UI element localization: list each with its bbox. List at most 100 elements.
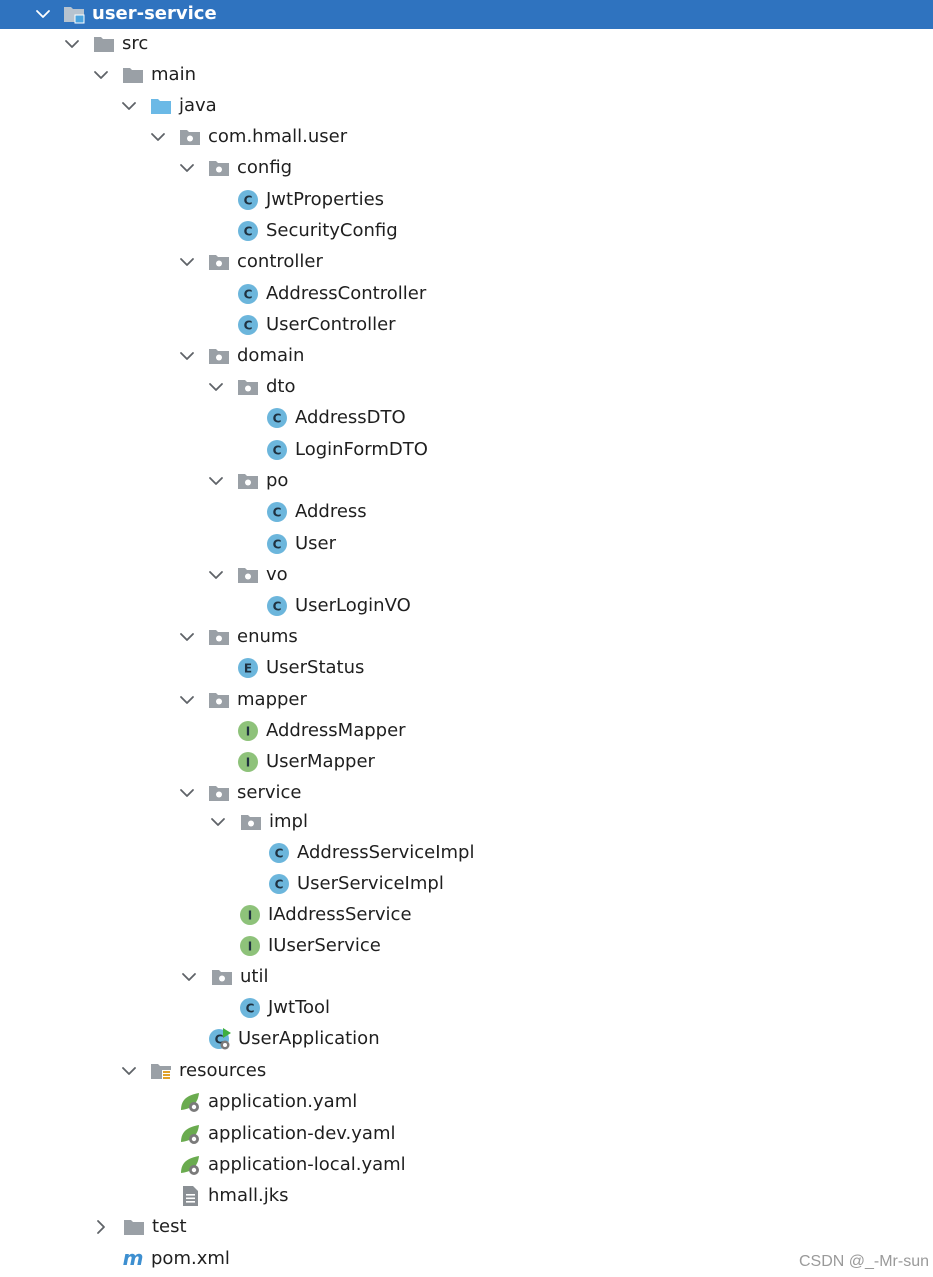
- folder-icon: [121, 63, 145, 87]
- folder-icon: [122, 1215, 146, 1239]
- chevron-down-icon[interactable]: [120, 97, 138, 115]
- tree-item-user-service[interactable]: user-service: [0, 0, 933, 29]
- svg-text:m: m: [123, 1247, 144, 1270]
- chevron-down-icon[interactable]: [92, 66, 110, 84]
- tree-item-label: User: [295, 533, 337, 554]
- tree-item-domain[interactable]: domain: [0, 342, 933, 371]
- tree-item-resources[interactable]: resources: [0, 1057, 933, 1086]
- chevron-down-icon[interactable]: [178, 253, 196, 271]
- tree-item-impl[interactable]: impl: [0, 808, 933, 837]
- spring-config-icon: [178, 1090, 202, 1114]
- tree-item-config[interactable]: config: [0, 154, 933, 183]
- chevron-down-icon[interactable]: [178, 628, 196, 646]
- chevron-down-icon[interactable]: [63, 35, 81, 53]
- chevron-down-icon[interactable]: [207, 378, 225, 396]
- maven-icon: m: [121, 1246, 145, 1271]
- package-icon: [207, 625, 231, 649]
- svg-text:I: I: [246, 725, 250, 739]
- svg-text:C: C: [275, 847, 284, 861]
- tree-item-label: config: [237, 157, 293, 178]
- tree-item-label: user-service: [92, 3, 217, 24]
- tree-item-userapplication[interactable]: C UserApplication: [0, 1025, 933, 1054]
- package-icon: [239, 810, 263, 834]
- tree-item-vo[interactable]: vo: [0, 561, 933, 590]
- tree-item-user[interactable]: C User: [0, 530, 933, 559]
- tree-item-label: UserApplication: [238, 1028, 380, 1049]
- tree-item-application-dev-yaml[interactable]: application-dev.yaml: [0, 1120, 933, 1149]
- chevron-down-icon[interactable]: [178, 691, 196, 709]
- tree-item-label: java: [179, 95, 217, 116]
- svg-text:C: C: [244, 194, 253, 208]
- interface-icon: I: [236, 719, 260, 743]
- tree-item-java[interactable]: java: [0, 92, 933, 121]
- class-icon: C: [238, 996, 262, 1020]
- tree-item-label: IUserService: [268, 935, 381, 956]
- svg-text:C: C: [244, 288, 253, 302]
- spring-boot-app-icon: C: [208, 1027, 232, 1051]
- tree-item-label: controller: [237, 251, 323, 272]
- tree-item-label: AddressDTO: [295, 407, 406, 428]
- chevron-down-icon[interactable]: [149, 128, 167, 146]
- chevron-down-icon[interactable]: [180, 968, 198, 986]
- tree-item-util[interactable]: util: [0, 963, 933, 992]
- chevron-down-icon[interactable]: [178, 347, 196, 365]
- package-icon: [207, 781, 231, 805]
- folder-icon: [92, 32, 116, 56]
- tree-item-main[interactable]: main: [0, 61, 933, 90]
- tree-item-label: test: [152, 1216, 187, 1237]
- tree-item-addressdto[interactable]: C AddressDTO: [0, 404, 933, 433]
- spring-config-icon: [178, 1122, 202, 1146]
- class-icon: C: [265, 406, 289, 430]
- tree-item-po[interactable]: po: [0, 467, 933, 496]
- tree-item-enums[interactable]: enums: [0, 623, 933, 652]
- tree-item-hmall-jks[interactable]: hmall.jks: [0, 1182, 933, 1211]
- tree-item-label: application-dev.yaml: [208, 1123, 396, 1144]
- svg-text:C: C: [273, 444, 282, 458]
- tree-item-src[interactable]: src: [0, 30, 933, 59]
- chevron-down-icon[interactable]: [207, 472, 225, 490]
- package-icon: [236, 563, 260, 587]
- svg-text:C: C: [273, 538, 282, 552]
- tree-item-label: UserMapper: [266, 751, 375, 772]
- tree-item-label: dto: [266, 376, 296, 397]
- chevron-down-icon[interactable]: [34, 5, 52, 23]
- tree-item-test[interactable]: test: [0, 1213, 933, 1242]
- tree-item-dto[interactable]: dto: [0, 373, 933, 402]
- tree-item-label: IAddressService: [268, 904, 412, 925]
- chevron-right-icon[interactable]: [92, 1218, 110, 1236]
- chevron-down-icon[interactable]: [209, 813, 227, 831]
- package-icon: [210, 965, 234, 989]
- tree-item-label: util: [240, 966, 269, 987]
- svg-text:C: C: [273, 412, 282, 426]
- source-folder-icon: [149, 94, 173, 118]
- tree-item-application-local-yaml[interactable]: application-local.yaml: [0, 1151, 933, 1180]
- tree-item-application-yaml[interactable]: application.yaml: [0, 1088, 933, 1117]
- package-icon: [236, 469, 260, 493]
- tree-item-com-hmall-user[interactable]: com.hmall.user: [0, 123, 933, 152]
- tree-item-mapper[interactable]: mapper: [0, 686, 933, 715]
- tree-item-controller[interactable]: controller: [0, 248, 933, 277]
- chevron-down-icon[interactable]: [120, 1062, 138, 1080]
- chevron-down-icon[interactable]: [178, 159, 196, 177]
- package-icon: [207, 688, 231, 712]
- chevron-down-icon[interactable]: [207, 566, 225, 584]
- chevron-down-icon[interactable]: [178, 784, 196, 802]
- tree-item-service[interactable]: service: [0, 779, 933, 808]
- class-icon: C: [267, 841, 291, 865]
